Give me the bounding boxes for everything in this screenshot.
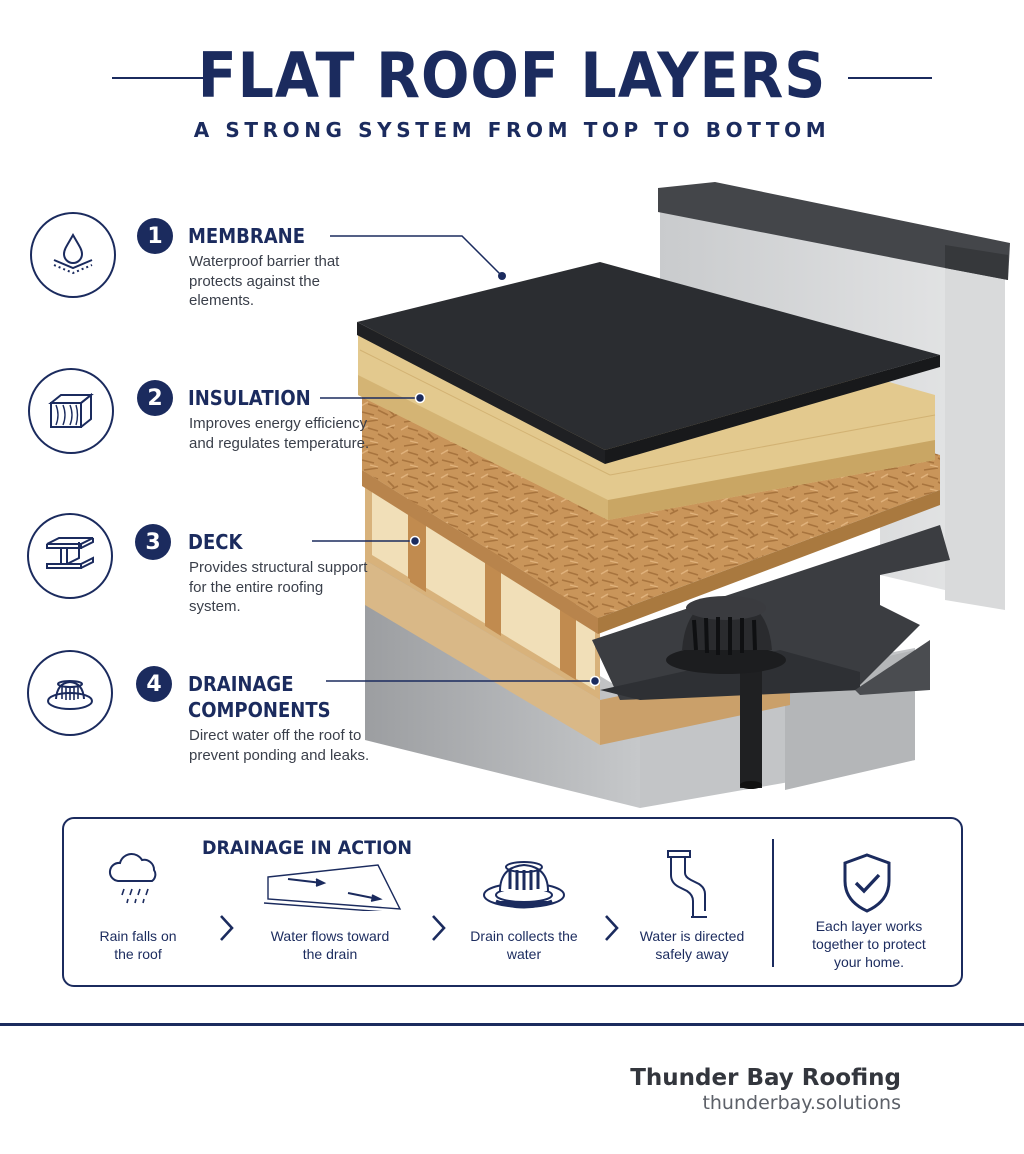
- footer-rule: [0, 1023, 1024, 1026]
- title-wrap: FLAT ROOF LAYERS: [0, 38, 1024, 114]
- layer-name-membrane: MEMBRANE: [188, 224, 305, 248]
- layer-number-3: 3: [135, 524, 171, 560]
- layer-drainage: 4 DRAINAGE COMPONENTS Direct water off t…: [27, 650, 369, 790]
- shield-check-icon: [843, 853, 891, 913]
- title-rule-left: [112, 77, 208, 79]
- brand-block: Thunder Bay Roofing thunderbay.solutions: [630, 1064, 901, 1114]
- layer-desc-insulation: Improves energy efficiency and regulates…: [189, 415, 370, 452]
- layer-desc-drainage: Direct water off the roof to prevent pon…: [189, 727, 370, 764]
- roof-drain-icon: [27, 650, 113, 736]
- roof-drain: [666, 596, 786, 789]
- title-rule-right: [848, 77, 932, 79]
- step-water-flows: Water flows toward the drain: [270, 928, 390, 962]
- chevron-right-icon: [220, 915, 234, 941]
- brand-name: Thunder Bay Roofing: [630, 1065, 901, 1091]
- layer-desc-membrane: Waterproof barrier that protects against…: [189, 253, 340, 309]
- roof-drain-icon: [483, 861, 565, 909]
- step-directed-away: Water is directed safely away: [639, 928, 745, 962]
- layer-deck: 3 DECK Provides structural support for t…: [27, 513, 367, 615]
- sloped-roof-arrows-icon: [263, 864, 402, 911]
- brand-url: thunderbay.solutions: [702, 1092, 901, 1114]
- leader-dot-insulation: [414, 392, 426, 404]
- insulation-block-icon: [28, 368, 114, 454]
- chevron-right-icon: [605, 915, 619, 941]
- leader-lines: [312, 235, 595, 682]
- leader-dot-membrane: [498, 272, 506, 280]
- water-drop-layer-icon: [30, 212, 116, 298]
- page-subtitle: A STRONG SYSTEM FROM TOP TO BOTTOM: [193, 118, 831, 142]
- leader-dot-drainage: [589, 675, 601, 687]
- layer-name-deck: DECK: [188, 530, 243, 554]
- step-rain-falls: Rain falls on the roof: [99, 928, 177, 962]
- layer-name-drainage: DRAINAGE COMPONENTS: [188, 672, 331, 722]
- page-title: FLAT ROOF LAYERS: [197, 39, 827, 112]
- layer-insulation: 2 INSULATION Improves energy efficiency …: [28, 368, 369, 468]
- chevron-right-icon: [432, 915, 446, 941]
- panel-divider: [772, 839, 774, 967]
- layer-desc-deck: Provides structural support for the enti…: [189, 559, 368, 615]
- step-drain-collects: Drain collects the water: [470, 928, 578, 962]
- summary-text: Each layer works together to protect you…: [812, 918, 926, 970]
- downspout-pipe-icon: [667, 850, 707, 918]
- layer-name-insulation: INSULATION: [188, 386, 311, 410]
- leader-dot-deck: [409, 535, 421, 547]
- layer-membrane: 1 MEMBRANE Waterproof barrier that prote…: [28, 212, 358, 312]
- drainage-title: DRAINAGE IN ACTION: [202, 837, 413, 859]
- rain-cloud-icon: [109, 853, 157, 904]
- layer-number-4: 4: [136, 666, 172, 702]
- drainage-in-action-panel: DRAINAGE IN ACTION Rain falls on the roo…: [62, 817, 963, 987]
- i-beam-icon: [27, 513, 113, 599]
- membrane-layer: [357, 262, 940, 464]
- layer-number-2: 2: [137, 380, 173, 416]
- layer-number-1: 1: [137, 218, 173, 254]
